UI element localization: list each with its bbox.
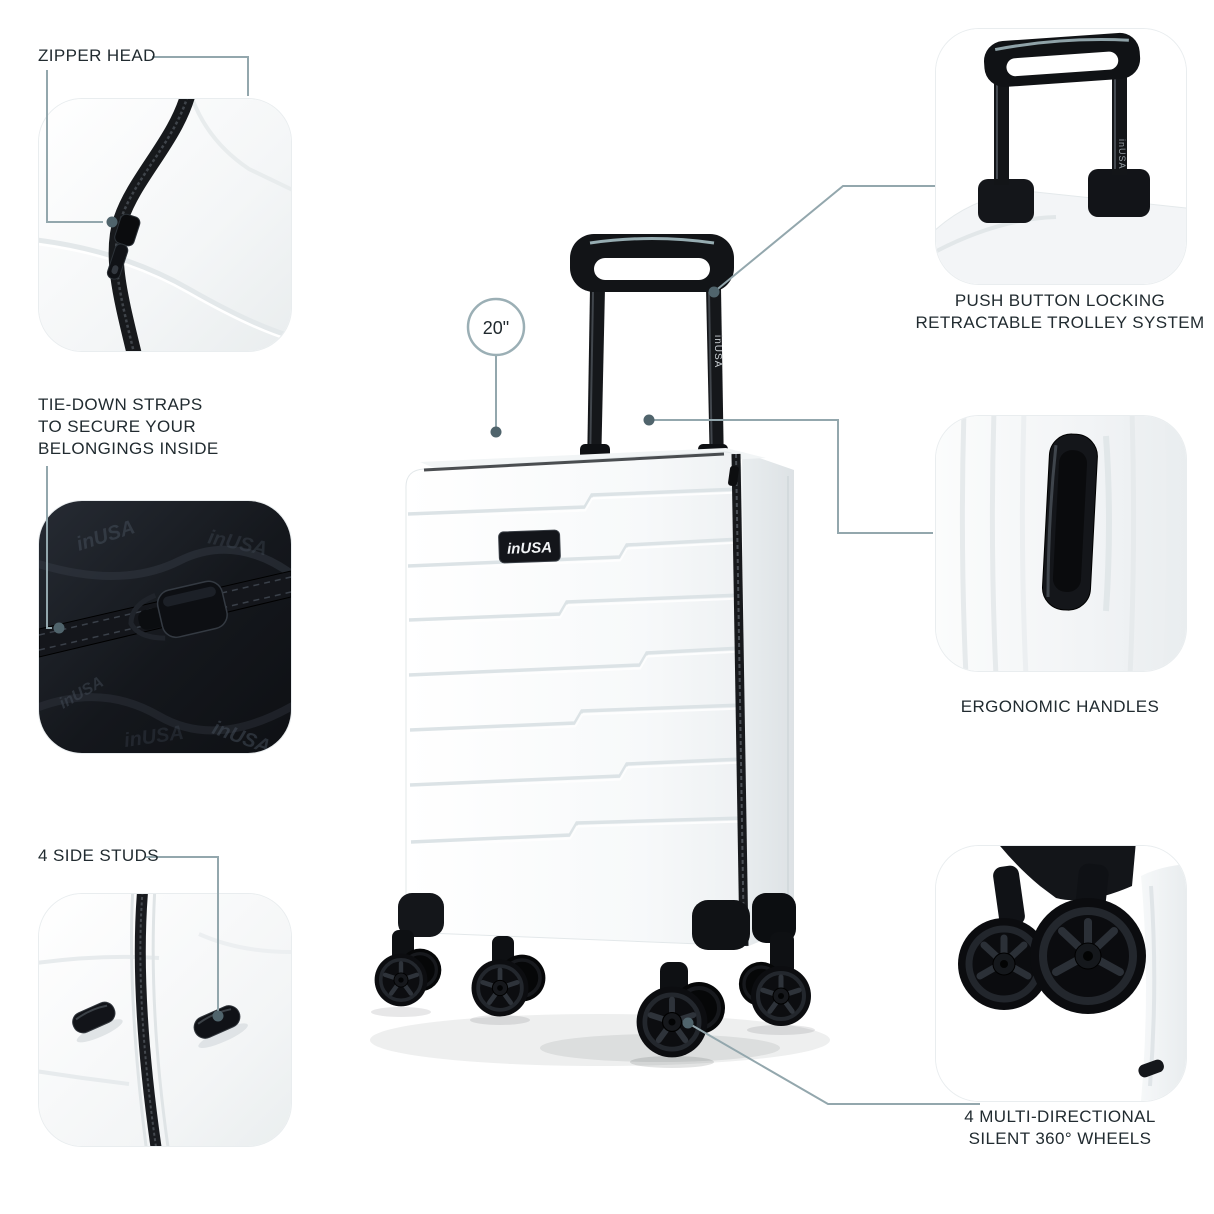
case-body: inUSA (398, 448, 796, 950)
wheels-photo (935, 845, 1187, 1102)
handles-photo (935, 415, 1187, 672)
corner-guard-side (752, 893, 796, 943)
wheels-label-line1: 4 MULTI-DIRECTIONAL (964, 1107, 1156, 1126)
tie-down-straps-label-line1: TIE-DOWN STRAPS (38, 395, 203, 414)
wheel-closeup-left (958, 918, 1050, 1010)
shell-stud (1138, 1059, 1164, 1078)
side-handle-closeup (1041, 433, 1098, 611)
wheels-label: 4 MULTI-DIRECTIONAL SILENT 360° WHEELS (910, 1106, 1210, 1150)
straps-photo-art: inUSA inUSA inUSA inUSA inUSA (39, 501, 291, 753)
side-stud-left (72, 1001, 123, 1043)
strap-buckle (128, 580, 228, 641)
zipper-slider (106, 213, 141, 280)
zipper-photo-art (39, 99, 291, 351)
trolley-handle: inUSA (570, 234, 734, 472)
wheels-label-line2: SILENT 360° WHEELS (968, 1129, 1152, 1148)
leader-line-zipper-rule (152, 56, 249, 96)
wheels-photo-art (936, 846, 1186, 1101)
trolley-logo-text: inUSA (712, 335, 723, 368)
zipper-head-label: ZIPPER HEAD (38, 46, 156, 65)
tube-housing-right (1088, 169, 1150, 217)
logo-badge-text: inUSA (507, 539, 553, 558)
zipper-photo (38, 98, 292, 352)
case-front-panel (405, 451, 746, 946)
case-side-panel (742, 452, 794, 947)
handles-photo-art (936, 416, 1186, 671)
tie-down-straps-label-line3: BELONGINGS INSIDE (38, 439, 219, 458)
suitcase-illustration: inUSA inUSA (370, 234, 830, 1068)
tube-housing-left (978, 179, 1034, 223)
studs-photo-art (39, 894, 291, 1146)
trolley-photo-art: inUSA (936, 29, 1186, 284)
studs-photo (38, 893, 292, 1147)
zipper-closeup (106, 99, 195, 351)
trolley-photo: inUSA (935, 28, 1187, 285)
tube-logo-text: inUSA (1117, 139, 1127, 170)
spinner-wheels (375, 930, 811, 1057)
tie-down-straps-label: TIE-DOWN STRAPS TO SECURE YOUR BELONGING… (38, 394, 219, 460)
trolley-system-label-line2: RETRACTABLE TROLLEY SYSTEM (915, 313, 1205, 332)
wheel (637, 987, 708, 1058)
side-studs-label: 4 SIDE STUDS (38, 846, 159, 865)
logo-badge: inUSA (498, 529, 561, 564)
wheel (472, 960, 529, 1017)
ergonomic-handles-label: ERGONOMIC HANDLES (960, 697, 1160, 716)
wheel (751, 966, 811, 1026)
tie-down-straps-label-line2: TO SECURE YOUR (38, 417, 197, 436)
corner-guard-right (692, 900, 750, 950)
trolley-system-label: PUSH BUTTON LOCKING RETRACTABLE TROLLEY … (910, 290, 1210, 334)
trolley-system-label-line1: PUSH BUTTON LOCKING (954, 291, 1166, 310)
corner-guard-left (398, 893, 444, 937)
trolley-grip-closeup (983, 32, 1141, 87)
straps-photo: inUSA inUSA inUSA inUSA inUSA (38, 500, 292, 754)
wheel-closeup-right (1030, 898, 1146, 1014)
wheel (375, 954, 428, 1007)
